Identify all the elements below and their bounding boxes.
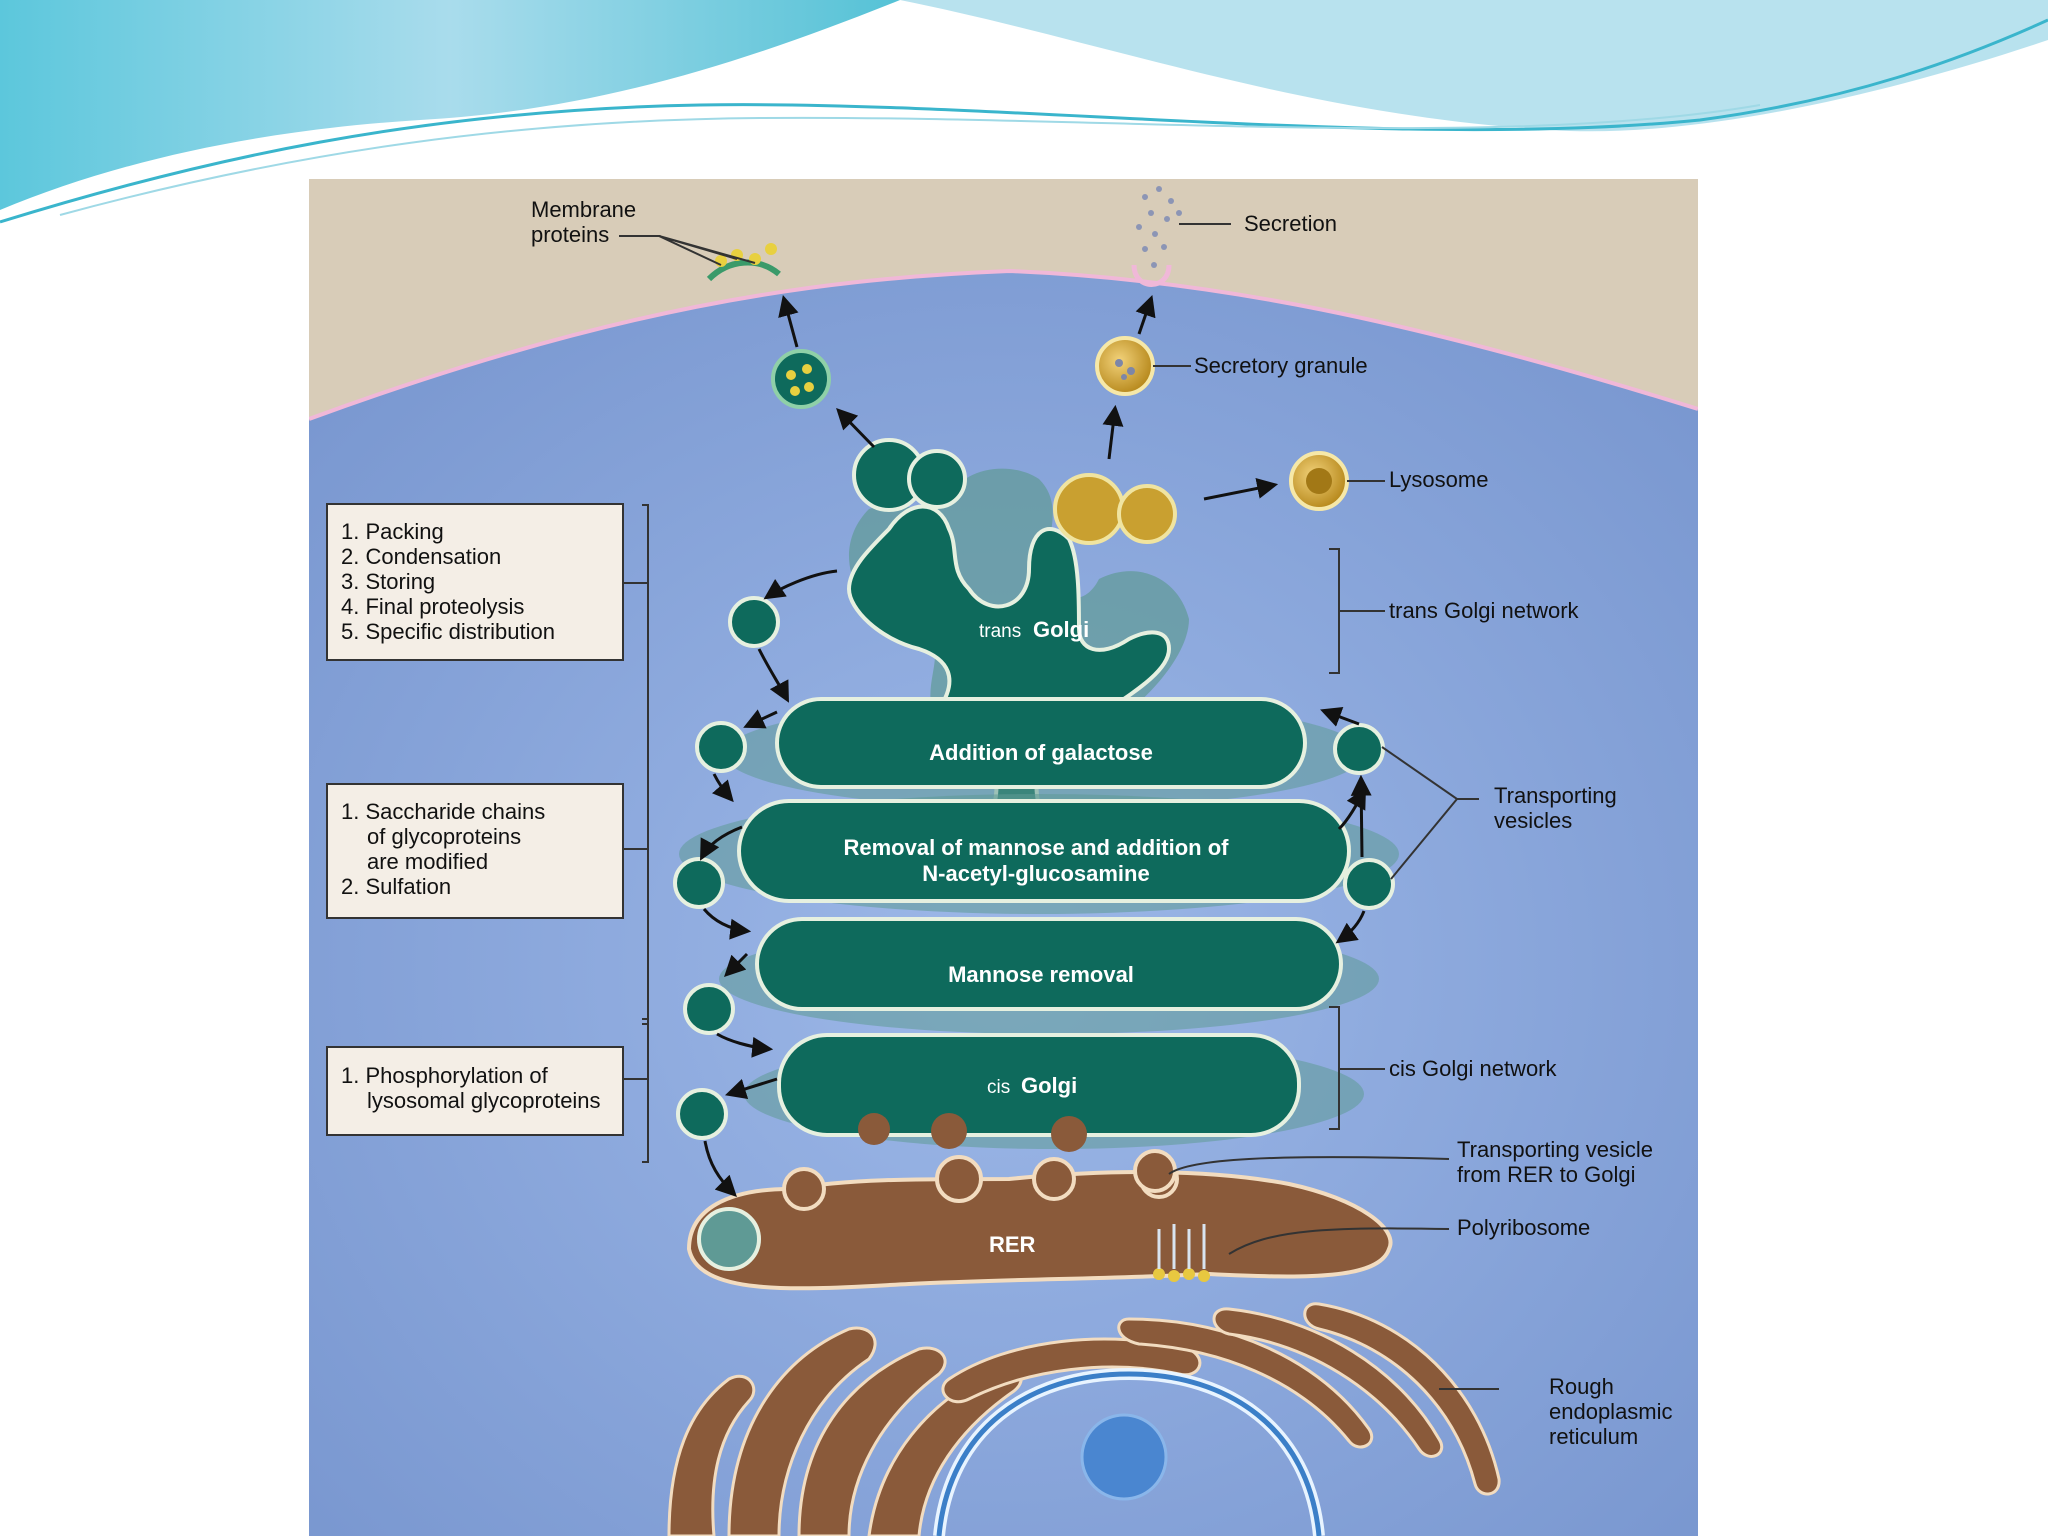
box-cis-functions: 1. Phosphorylation of lysosomal glycopro… (326, 1046, 624, 1136)
box-medial-functions: 1. Saccharide chains of glycoproteins ar… (326, 783, 624, 919)
cisterna-galactose (775, 697, 1307, 789)
box-line: 4. Final proteolysis (341, 594, 524, 619)
lysosome-label: Lysosome (1389, 467, 1488, 492)
flow-arrows (700, 294, 1372, 1197)
leader-lines (619, 223, 1499, 1390)
cis-golgi-label: Golgi (1021, 1073, 1077, 1098)
cis-golgi-buds (858, 1113, 1087, 1152)
box-line: 1. Packing (341, 519, 444, 544)
rough-er-label-1: Rough (1549, 1374, 1614, 1399)
cisterna-mannose-nag (737, 799, 1351, 903)
cis-golgi-network-label: cis Golgi network (1389, 1056, 1558, 1081)
cisterna-mannose-nag-label-1: Removal of mannose and addition of (843, 835, 1229, 860)
secretory-granule-label: Secretory granule (1194, 353, 1368, 378)
transporting-vesicles-label-2: vesicles (1494, 808, 1572, 833)
lysosome-organelle (1289, 451, 1349, 511)
polyribosome-cluster (1153, 1224, 1210, 1282)
box-line: 2. Condensation (341, 544, 501, 569)
cisterna-mannose-nag-label-2: N-acetyl-glucosamine (922, 861, 1149, 886)
cis-golgi-prefix: cis (987, 1077, 1010, 1098)
box-trans-functions: 1. Packing 2. Condensation 3. Storing 4.… (326, 503, 624, 661)
cisterna-mannose-removal-label: Mannose removal (948, 962, 1134, 987)
rer-transport-vesicle (1133, 1149, 1177, 1193)
box-line: 1. Saccharide chains (341, 799, 545, 824)
transport-vesicles-right (1333, 723, 1395, 910)
membrane-proteins-label-1: Membrane (531, 197, 636, 222)
rough-er-label-2: endoplasmic (1549, 1399, 1673, 1424)
box-line: 5. Specific distribution (341, 619, 555, 644)
transport-vesicles-left (673, 596, 780, 1140)
trans-golgi-label: Golgi (1033, 617, 1089, 642)
rer-label: RER (989, 1232, 1036, 1257)
rough-er-label-3: reticulum (1549, 1424, 1638, 1449)
membrane-proteins-label-2: proteins (531, 222, 609, 247)
cisterna-mannose-removal (755, 917, 1343, 1011)
box-line: of glycoproteins (367, 824, 521, 849)
rer-vesicle-label-2: from RER to Golgi (1457, 1162, 1636, 1187)
polyribosome-label: Polyribosome (1457, 1215, 1590, 1240)
transporting-vesicles-label-1: Transporting (1494, 783, 1617, 808)
rough-er-cisternae (667, 1302, 1501, 1536)
secretion-label: Secretion (1244, 211, 1337, 236)
golgi-diagram: 1. Packing 2. Condensation 3. Storing 4.… (309, 179, 1698, 1536)
trans-golgi-network-label: trans Golgi network (1389, 598, 1580, 623)
box-line: 2. Sulfation (341, 874, 451, 899)
plasma-membrane (309, 268, 1698, 421)
box-line: 1. Phosphorylation of (341, 1063, 549, 1088)
box-line: 3. Storing (341, 569, 435, 594)
cisterna-cis (777, 1033, 1301, 1137)
trans-golgi-prefix: trans (979, 621, 1021, 642)
membrane-protein-vesicle (771, 349, 831, 409)
secretion-particles (1136, 186, 1182, 268)
secretion-pit (1131, 264, 1172, 287)
cisterna-galactose-label: Addition of galactose (929, 740, 1153, 765)
nucleolus (1080, 1413, 1168, 1501)
box-line: lysosomal glycoproteins (367, 1088, 601, 1113)
rer-membrane (686, 1155, 1393, 1291)
secretory-granule (1095, 336, 1155, 396)
box-line: are modified (367, 849, 488, 874)
rer-vesicle-label-1: Transporting vesicle (1457, 1137, 1653, 1162)
